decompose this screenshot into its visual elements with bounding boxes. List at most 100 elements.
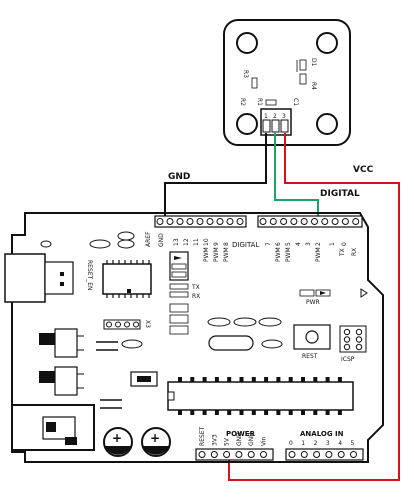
chip-leg: [288, 377, 293, 382]
header-pin: [311, 218, 318, 225]
dc-jack-pin: [65, 437, 77, 445]
chip-leg: [239, 410, 244, 415]
sensor-module: R3 R2 R1 C1 D1 R4 1 2 3: [223, 19, 351, 146]
header-pin: [216, 218, 224, 225]
sensor-diode: [299, 59, 307, 71]
header-pin: [198, 451, 206, 458]
chip-leg: [264, 410, 269, 415]
chip-leg: [214, 410, 219, 415]
sensor-pin: [271, 119, 280, 133]
reset-button-cap[interactable]: [305, 330, 319, 344]
chip-leg: [313, 377, 318, 382]
analog-pin-label: 4: [338, 440, 342, 447]
header-pin: [325, 451, 333, 458]
led: [171, 263, 187, 270]
digital-header-pins: [156, 218, 360, 225]
sensor-part-label: R2: [239, 98, 246, 106]
chip-leg: [214, 377, 219, 382]
power-header: [195, 448, 274, 461]
rx-label: RX: [192, 293, 200, 300]
header-pin: [313, 451, 321, 458]
chip-leg: [264, 377, 269, 382]
icsp-pin: [343, 328, 351, 336]
analog-header: [285, 448, 364, 461]
header-pin: [352, 218, 360, 225]
chip-leg: [276, 377, 281, 382]
digital-pin-number: 9: [213, 242, 220, 246]
header-pin: [341, 218, 349, 225]
header-pin: [350, 451, 357, 458]
chip-leg: [178, 377, 182, 382]
l-led-icon: [174, 256, 182, 260]
header-pin: [331, 218, 339, 225]
chip-leg: [301, 377, 305, 382]
sensor-resistor: [265, 99, 277, 106]
x3-label: X3: [144, 320, 151, 328]
chip-leg: [190, 377, 195, 382]
reset-en-label: RESET_EN: [86, 260, 93, 291]
header-pin: [186, 218, 194, 225]
pwr-led: [299, 289, 315, 297]
pwr-led-icon: [320, 291, 326, 295]
chip-leg: [190, 410, 195, 415]
power-pin-label: Vin: [261, 436, 268, 446]
usb-connector: [4, 253, 46, 303]
bottom-header-pins: [198, 451, 357, 458]
capacitor: [121, 339, 143, 349]
gnd-pin-label: GND: [158, 233, 165, 247]
pwm-label: PWM: [285, 247, 292, 262]
capacitor-stripe: [105, 446, 131, 455]
sensor-pin: [262, 119, 271, 133]
vcc-wire-label: VCC: [353, 165, 374, 175]
gnd-wire-label: GND: [168, 172, 190, 182]
digital-pin-number: 6: [275, 242, 282, 246]
sensor-part-label: R3: [242, 70, 249, 78]
header-pin: [166, 218, 174, 225]
header-pin: [300, 451, 308, 458]
chip-leg: [239, 377, 244, 382]
chip-leg: [251, 377, 256, 382]
digital-header-right: [257, 215, 363, 228]
rest-label: REST: [302, 353, 318, 360]
power-pin-label: 5V: [224, 437, 231, 446]
digital-pin-number: 0: [341, 242, 348, 246]
icsp-pins: [343, 328, 363, 351]
header-pin: [226, 218, 234, 225]
board-outline: [11, 212, 384, 463]
sensor-part-label: C1: [292, 98, 299, 106]
chip-leg: [288, 410, 293, 415]
aref-label: AREF: [145, 231, 152, 247]
sensor-resistor: [299, 73, 307, 85]
sensor-mount-hole: [316, 32, 338, 54]
capacitor: [117, 231, 135, 241]
header-pin: [235, 451, 243, 458]
sensor-part-label: R4: [310, 82, 317, 90]
digital-pin-number: 11: [193, 238, 200, 246]
capacitor: [40, 240, 52, 248]
icsp-pin: [355, 336, 363, 343]
power-arrow-icon: [360, 288, 368, 298]
crystal: [208, 335, 254, 351]
sensor-mount-hole: [236, 32, 258, 54]
resistor: [169, 325, 189, 335]
pwm-label: PWM: [213, 247, 220, 262]
x3-pin: [133, 321, 139, 328]
tx-label: TX: [191, 284, 200, 291]
vcc-wire: [228, 133, 400, 481]
capacitor: [207, 317, 231, 327]
capacitor: [89, 239, 111, 249]
chip-leg: [301, 410, 305, 415]
power-pin-label: GND: [236, 432, 243, 446]
digital-pin-number: 13: [173, 238, 180, 246]
header-pin: [176, 218, 184, 225]
plus-icon: +: [112, 431, 122, 445]
digital-pin-number: 1: [329, 242, 336, 246]
analog-pin-label: 0: [289, 440, 293, 447]
sensor-pin-label: 2: [273, 113, 277, 120]
